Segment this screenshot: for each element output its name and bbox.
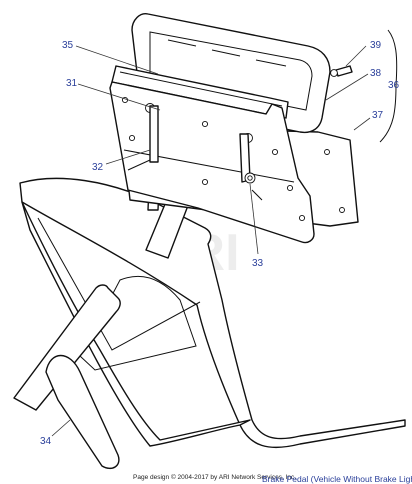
- pedal-arm-inner-frame: [79, 275, 197, 371]
- leader-38: [325, 73, 369, 101]
- callout-36: 36: [388, 80, 400, 91]
- callout-34: 34: [40, 436, 52, 447]
- hole: [324, 149, 330, 155]
- callout-32: 32: [92, 162, 104, 173]
- callout-38: 38: [370, 68, 382, 79]
- leader-39: [345, 45, 367, 67]
- spring-arm: [251, 189, 263, 201]
- callout-33: 33: [252, 258, 264, 269]
- diagram-title-link[interactable]: Brake Pedal (Vehicle Without Brake Light…: [262, 474, 412, 484]
- hole: [201, 178, 209, 186]
- leader-34: [51, 419, 71, 437]
- hole: [128, 134, 136, 142]
- bracket-36: [379, 29, 398, 143]
- leader-37: [353, 117, 371, 131]
- hole: [339, 207, 345, 213]
- hole: [201, 120, 209, 128]
- callout-37: 37: [372, 110, 384, 121]
- pedal-arm-inner-edge: [37, 217, 201, 351]
- pad-rib-3: [255, 59, 287, 67]
- leader-33: [249, 183, 259, 255]
- screw-39: [335, 65, 353, 77]
- mounting-plate-31: [109, 81, 315, 244]
- callout-31: 31: [66, 78, 78, 89]
- pedal-arm: [19, 177, 406, 448]
- hole: [271, 148, 279, 156]
- callout-39: 39: [370, 40, 382, 51]
- hole: [286, 184, 294, 192]
- hole: [298, 214, 306, 222]
- spring-arm: [127, 159, 151, 171]
- pedal-arm-lower-face: [21, 201, 251, 447]
- leader-35: [75, 45, 159, 75]
- leader-32: [105, 149, 151, 165]
- rubber-pad-ridge: [119, 71, 283, 107]
- nut-bore: [247, 175, 253, 181]
- copyright-credit: Page design © 2004-2017 by ARI Network S…: [133, 474, 297, 481]
- leader-31: [77, 83, 161, 111]
- pad-rib-2: [211, 49, 241, 57]
- pad-inner-rim: [149, 31, 313, 111]
- screw-head: [330, 69, 338, 77]
- return-link-foot: [45, 355, 120, 470]
- pad-rib-1: [167, 39, 197, 47]
- return-link: [13, 284, 121, 411]
- callout-35: 35: [62, 40, 74, 51]
- spring-left: [149, 105, 159, 163]
